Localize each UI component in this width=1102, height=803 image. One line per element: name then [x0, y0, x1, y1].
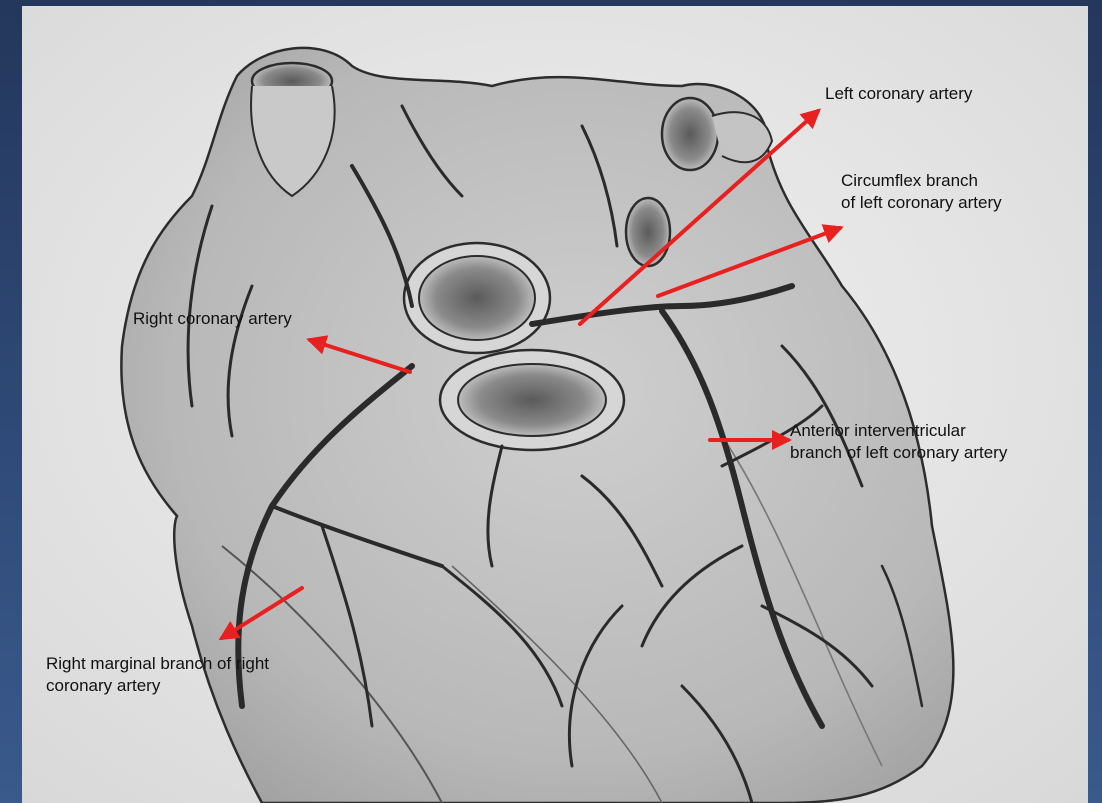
label-line: coronary artery [46, 675, 269, 697]
label-left-coronary-artery: Left coronary artery [825, 83, 972, 105]
valve-opening-lower [458, 364, 606, 436]
label-right-marginal-branch: Right marginal branch of right coronary … [46, 653, 269, 697]
pulmonary-vein-upper [662, 98, 718, 170]
label-line: of left coronary artery [841, 192, 1002, 214]
diagram-frame: Left coronary artery Circumflex branch o… [22, 6, 1088, 803]
valve-opening-upper [419, 256, 535, 340]
pulmonary-vein-lower [626, 198, 670, 266]
label-line: Right marginal branch of right [46, 653, 269, 675]
label-anterior-interventricular: Anterior interventricular branch of left… [790, 420, 1007, 464]
label-line: Circumflex branch [841, 170, 1002, 192]
label-line: branch of left coronary artery [790, 442, 1007, 464]
label-line: Right coronary artery [133, 308, 292, 330]
label-circumflex-branch: Circumflex branch of left coronary arter… [841, 170, 1002, 214]
label-line: Anterior interventricular [790, 420, 1007, 442]
label-line: Left coronary artery [825, 83, 972, 105]
label-right-coronary-artery: Right coronary artery [133, 308, 292, 330]
